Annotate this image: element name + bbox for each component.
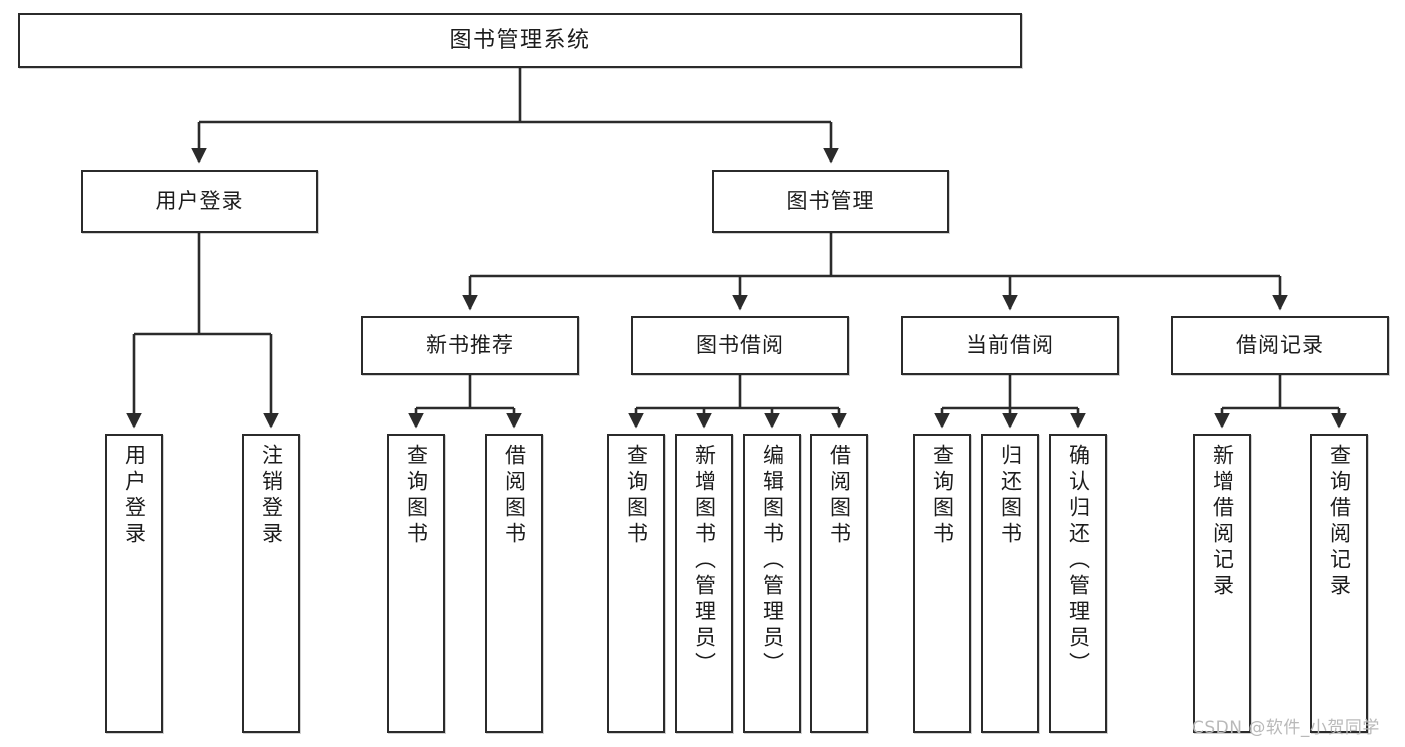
node-current-borrow[interactable]: 当前借阅 [901, 316, 1119, 375]
node-leaf-edit-book[interactable]: 编辑图书（管理员） [743, 434, 801, 733]
node-leaf-return-book[interactable]: 归还图书 [981, 434, 1039, 733]
node-label: 编辑图书（管理员） [760, 444, 785, 678]
node-label: 确认归还（管理员） [1066, 444, 1091, 678]
node-label: 查询借阅记录 [1327, 444, 1352, 600]
node-label: 用户登录 [155, 189, 244, 214]
node-leaf-borrow-book[interactable]: 借阅图书 [810, 434, 868, 733]
node-label: 注销登录 [259, 444, 284, 548]
node-leaf-borrow-book-recommend[interactable]: 借阅图书 [485, 434, 543, 733]
node-label: 查询图书 [404, 444, 429, 548]
node-leaf-query-book-recommend[interactable]: 查询图书 [387, 434, 445, 733]
node-label: 图书借阅 [696, 333, 784, 358]
node-new-book-recommend[interactable]: 新书推荐 [361, 316, 579, 375]
node-label: 借阅图书 [827, 444, 852, 548]
node-leaf-confirm-return[interactable]: 确认归还（管理员） [1049, 434, 1107, 733]
csdn-watermark: CSDN @软件_小贺同学 [1192, 718, 1380, 738]
node-book-management[interactable]: 图书管理 [712, 170, 949, 233]
node-label: 新增借阅记录 [1210, 444, 1235, 600]
node-label: 用户登录 [122, 444, 147, 548]
node-label: 图书管理 [786, 189, 875, 214]
node-label: 图书管理系统 [449, 27, 591, 53]
node-label: 查询图书 [624, 444, 649, 548]
node-leaf-add-borrow-record[interactable]: 新增借阅记录 [1193, 434, 1251, 733]
node-label: 借阅记录 [1236, 333, 1324, 358]
node-leaf-query-book-current[interactable]: 查询图书 [913, 434, 971, 733]
node-borrow-record[interactable]: 借阅记录 [1171, 316, 1389, 375]
node-label: 查询图书 [930, 444, 955, 548]
node-leaf-query-borrow-record[interactable]: 查询借阅记录 [1310, 434, 1368, 733]
node-label: 新增图书（管理员） [692, 444, 717, 678]
node-root-book-management-system[interactable]: 图书管理系统 [18, 13, 1022, 68]
node-label: 借阅图书 [502, 444, 527, 548]
node-leaf-logout-login[interactable]: 注销登录 [242, 434, 300, 733]
node-book-borrow[interactable]: 图书借阅 [631, 316, 849, 375]
node-label: 当前借阅 [966, 333, 1054, 358]
node-leaf-query-book-borrow[interactable]: 查询图书 [607, 434, 665, 733]
node-leaf-add-book[interactable]: 新增图书（管理员） [675, 434, 733, 733]
node-leaf-user-login[interactable]: 用户登录 [105, 434, 163, 733]
node-user-login[interactable]: 用户登录 [81, 170, 318, 233]
node-label: 新书推荐 [426, 333, 514, 358]
node-label: 归还图书 [998, 444, 1023, 548]
